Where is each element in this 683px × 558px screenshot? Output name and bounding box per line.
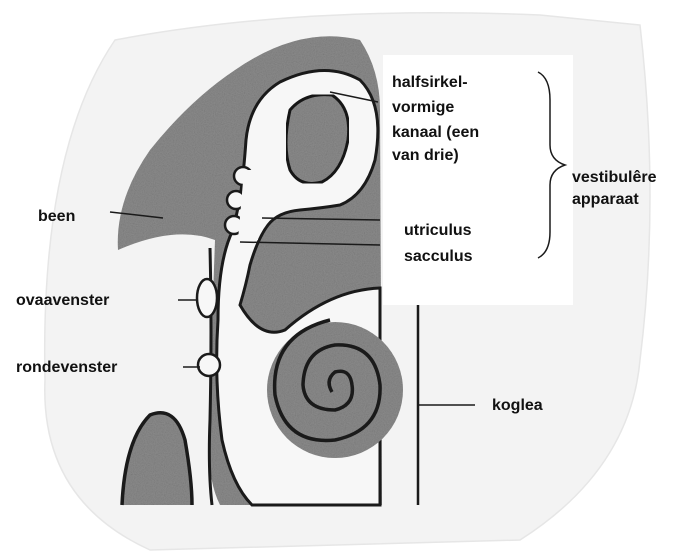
label-rondevenster: rondevenster xyxy=(16,357,117,378)
label-ovaavenster: ovaavenster xyxy=(16,290,109,311)
label-been: been xyxy=(38,206,75,227)
label-vestibulere-line2: apparaat xyxy=(572,189,639,210)
label-vestibulere-line1: vestibulêre xyxy=(572,167,656,188)
label-sacculus: sacculus xyxy=(404,246,472,267)
label-halfsirkel-line1: halfsirkel- xyxy=(392,72,468,93)
label-halfsirkel-line3: kanaal (een xyxy=(392,122,479,143)
oval-window xyxy=(197,279,217,317)
label-halfsirkel-line2: vormige xyxy=(392,97,454,118)
round-window xyxy=(198,354,220,376)
label-koglea: koglea xyxy=(492,395,543,416)
label-halfsirkel-line4: van drie) xyxy=(392,145,459,166)
label-utriculus: utriculus xyxy=(404,220,472,241)
